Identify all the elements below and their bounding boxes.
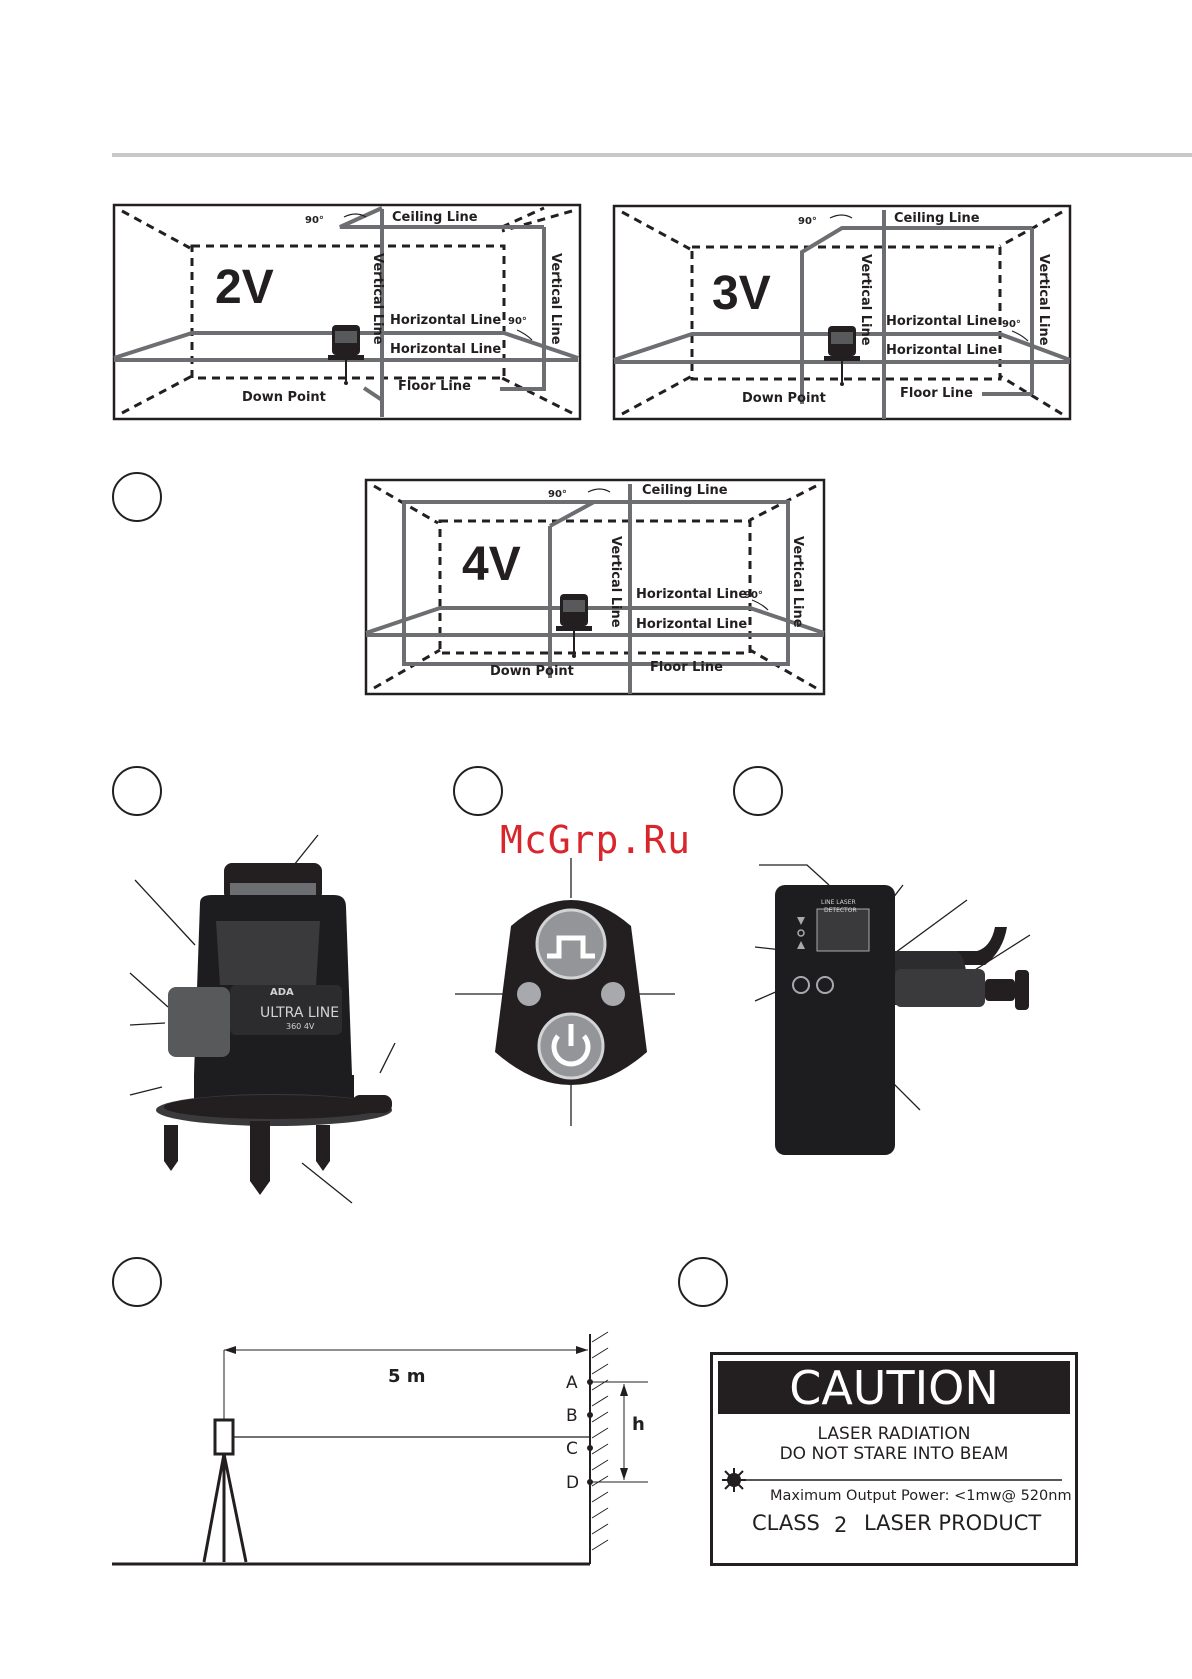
laser-level-device-illustration: ADA ULTRA LINE 360 4V bbox=[129, 834, 396, 1204]
floor-line-label: Floor Line bbox=[398, 379, 471, 394]
horizontal-line-label-top: Horizontal Line bbox=[390, 313, 501, 328]
device-submodel: 360 4V bbox=[286, 1022, 315, 1031]
horizontal-line-label-bottom: Horizontal Line bbox=[390, 342, 501, 357]
horizontal-line-label-top: Horizontal Line bbox=[636, 587, 747, 602]
caution-title: CAUTION bbox=[789, 1361, 999, 1415]
section-marker-circle bbox=[453, 766, 503, 816]
angle-label-right: 90° bbox=[1002, 319, 1021, 330]
room-diagram-2v: 90° 90° 2V Ceiling Line Horizontal Line … bbox=[112, 203, 582, 421]
height-label: h bbox=[632, 1414, 645, 1435]
vertical-line-label-left: Vertical Line bbox=[370, 253, 385, 345]
horizontal-line-label-top: Horizontal Line bbox=[886, 314, 997, 329]
room-diagram-3v: 90° 90° 3V Ceiling Line Horizontal Line … bbox=[612, 204, 1072, 421]
room-diagram-4v: 90° 90° 4V Ceiling Line Horizontal Line … bbox=[364, 478, 826, 696]
angle-label-top: 90° bbox=[798, 216, 817, 227]
section-marker-circle bbox=[112, 1257, 162, 1307]
down-point-label: Down Point bbox=[490, 664, 574, 679]
device-brand: ADA bbox=[270, 987, 294, 998]
section-marker-circle bbox=[678, 1257, 728, 1307]
point-label-a: A bbox=[566, 1373, 578, 1393]
laser-level-icon bbox=[556, 594, 592, 658]
point-label-c: C bbox=[566, 1439, 578, 1459]
mode-label-2v: 2V bbox=[215, 261, 274, 314]
point-label-d: D bbox=[566, 1473, 579, 1493]
caution-power: Maximum Output Power: <1mw@ 520nm bbox=[770, 1488, 1072, 1504]
mode-label-3v: 3V bbox=[712, 267, 771, 320]
mode-label-4v: 4V bbox=[462, 538, 521, 591]
laser-level-icon bbox=[328, 325, 364, 385]
measurement-setup-diagram: 5 m A B C D h bbox=[112, 1331, 648, 1566]
caution-line-2: DO NOT STARE INTO BEAM bbox=[780, 1444, 1009, 1464]
section-marker-circle bbox=[733, 766, 783, 816]
vertical-line-label-right: Vertical Line bbox=[790, 536, 805, 628]
detector-label-line2: DETECTOR bbox=[824, 907, 857, 914]
vertical-line-label-left: Vertical Line bbox=[858, 254, 873, 346]
caution-class-suffix: LASER PRODUCT bbox=[864, 1511, 1041, 1535]
horizontal-line-label-bottom: Horizontal Line bbox=[636, 617, 747, 632]
angle-label-right: 90° bbox=[508, 316, 527, 327]
vertical-line-label-right: Vertical Line bbox=[548, 253, 563, 345]
line-laser-detector-illustration: LINE LASER DETECTOR bbox=[754, 864, 1031, 1155]
ceiling-line-label: Ceiling Line bbox=[894, 211, 980, 226]
floor-line-label: Floor Line bbox=[900, 386, 973, 401]
caution-label: CAUTION LASER RADIATION DO NOT STARE INT… bbox=[710, 1352, 1078, 1566]
laser-starburst-icon bbox=[722, 1468, 746, 1492]
ceiling-line-label: Ceiling Line bbox=[642, 483, 728, 498]
down-point-label: Down Point bbox=[242, 390, 326, 405]
caution-line-1: LASER RADIATION bbox=[818, 1424, 971, 1444]
floor-line-label: Floor Line bbox=[650, 660, 723, 675]
ceiling-line-label: Ceiling Line bbox=[392, 210, 478, 225]
angle-label-right: 90° bbox=[744, 590, 763, 601]
laser-level-icon bbox=[824, 326, 860, 386]
section-marker-circle bbox=[112, 766, 162, 816]
detector-label-line1: LINE LASER bbox=[821, 899, 856, 906]
angle-label-top: 90° bbox=[305, 215, 324, 226]
down-point-label: Down Point bbox=[742, 391, 826, 406]
caution-class-number: 2 bbox=[834, 1513, 847, 1537]
vertical-line-label-left: Vertical Line bbox=[608, 536, 623, 628]
distance-label: 5 m bbox=[388, 1366, 426, 1387]
caution-class-prefix: CLASS bbox=[752, 1511, 820, 1535]
horizontal-line-label-bottom: Horizontal Line bbox=[886, 343, 997, 358]
section-marker-circle bbox=[112, 472, 162, 522]
watermark: McGrp.Ru bbox=[500, 818, 692, 862]
header-rule bbox=[112, 153, 1192, 157]
device-model: ULTRA LINE bbox=[260, 1005, 339, 1021]
vertical-line-label-right: Vertical Line bbox=[1036, 254, 1051, 346]
angle-label-top: 90° bbox=[548, 489, 567, 500]
control-keypad-illustration bbox=[455, 858, 675, 1126]
point-label-b: B bbox=[566, 1406, 578, 1426]
